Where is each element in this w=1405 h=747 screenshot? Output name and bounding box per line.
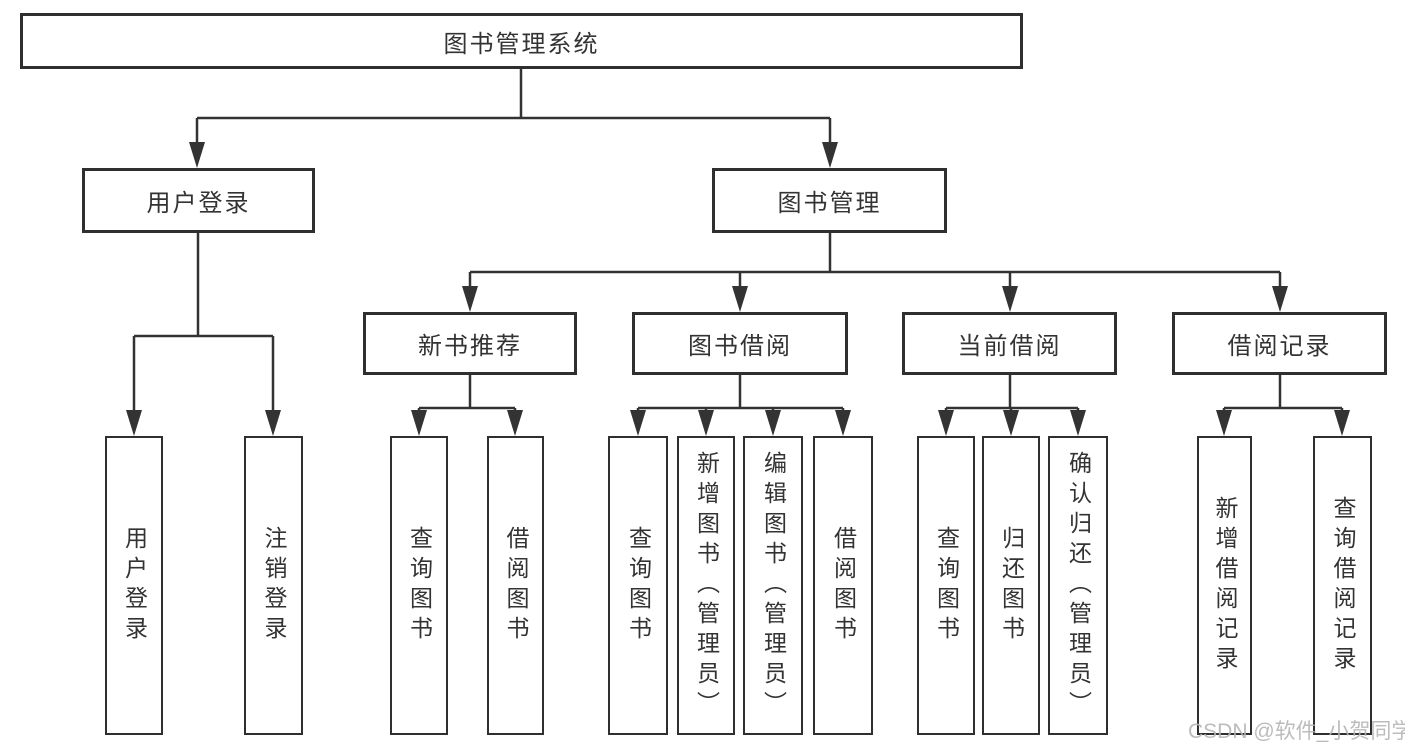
arrowheads-user-login-to-leaves bbox=[126, 410, 281, 436]
node-current-borrow-label: 当前借阅 bbox=[957, 333, 1062, 360]
leaf-rec-borrow-book-label: 借阅图书 bbox=[503, 525, 529, 646]
leaf-user-login: 用户登录 bbox=[105, 436, 163, 735]
leaf-user-login-label: 用户登录 bbox=[121, 525, 148, 646]
node-user-login-label: 用户登录 bbox=[146, 190, 251, 217]
leaf-bb-borrow-book: 借阅图书 bbox=[813, 436, 873, 735]
node-user-login: 用户登录 bbox=[82, 168, 315, 233]
arrowheads-current-borrow-to-leaves bbox=[938, 410, 1086, 436]
connector-book-borrow-to-leaves bbox=[636, 375, 845, 414]
connector-user-login-to-leaves bbox=[132, 233, 275, 414]
leaf-bb-add-book: 新增图书（管理员） bbox=[677, 436, 735, 735]
leaf-bb-edit-book: 编辑图书（管理员） bbox=[743, 436, 803, 735]
node-root-label: 图书管理系统 bbox=[443, 30, 600, 58]
connector-root-to-level2 bbox=[195, 69, 832, 146]
leaf-bb-query-book: 查询图书 bbox=[608, 436, 668, 735]
node-book-mgmt-label: 图书管理 bbox=[777, 190, 882, 217]
node-new-book-rec-label: 新书推荐 bbox=[418, 333, 522, 360]
connector-current-borrow-to-leaves bbox=[944, 375, 1080, 414]
leaf-rec-borrow-book: 借阅图书 bbox=[487, 436, 544, 735]
leaf-br-add-record-label: 新增借阅记录 bbox=[1212, 495, 1238, 676]
node-borrow-records: 借阅记录 bbox=[1172, 312, 1387, 375]
connector-borrow-records-to-leaves bbox=[1222, 375, 1344, 414]
leaf-cb-return-book: 归还图书 bbox=[982, 436, 1040, 735]
leaf-br-query-record: 查询借阅记录 bbox=[1313, 436, 1372, 735]
leaf-br-add-record: 新增借阅记录 bbox=[1197, 436, 1252, 735]
leaf-rec-query-book-label: 查询图书 bbox=[406, 525, 433, 646]
arrowheads-borrow-records-to-leaves bbox=[1216, 410, 1350, 436]
node-borrow-records-label: 借阅记录 bbox=[1227, 333, 1332, 360]
node-book-borrow-label: 图书借阅 bbox=[688, 333, 792, 360]
leaf-cb-confirm-return: 确认归还（管理员） bbox=[1048, 436, 1108, 735]
leaf-br-query-record-label: 查询借阅记录 bbox=[1330, 495, 1356, 676]
leaf-bb-query-book-label: 查询图书 bbox=[625, 525, 652, 646]
node-book-mgmt: 图书管理 bbox=[712, 168, 947, 233]
csdn-watermark: CSDN @软件_小贺同学 bbox=[1188, 720, 1405, 743]
node-book-borrow: 图书借阅 bbox=[632, 312, 848, 375]
leaf-rec-query-book: 查询图书 bbox=[390, 436, 448, 735]
leaf-bb-add-book-label: 新增图书（管理员） bbox=[693, 450, 720, 721]
node-root: 图书管理系统 bbox=[20, 13, 1023, 69]
node-new-book-rec: 新书推荐 bbox=[363, 312, 577, 375]
connector-book-mgmt-to-level3 bbox=[468, 233, 1282, 290]
leaf-cb-query-book: 查询图书 bbox=[917, 436, 975, 735]
node-current-borrow: 当前借阅 bbox=[902, 312, 1117, 375]
leaf-bb-borrow-book-label: 借阅图书 bbox=[830, 525, 857, 646]
arrowheads-new-book-rec-to-leaves bbox=[411, 410, 523, 436]
leaf-logout: 注销登录 bbox=[244, 436, 303, 735]
connector-new-book-rec-to-leaves bbox=[417, 375, 517, 414]
arrowheads-book-mgmt-to-level3 bbox=[462, 286, 1288, 312]
arrowheads-book-borrow-to-leaves bbox=[630, 410, 851, 436]
leaf-cb-return-book-label: 归还图书 bbox=[998, 525, 1025, 646]
arrowheads-root-to-level2 bbox=[189, 142, 838, 168]
leaf-bb-edit-book-label: 编辑图书（管理员） bbox=[760, 450, 787, 721]
leaf-logout-label: 注销登录 bbox=[261, 525, 287, 646]
leaf-cb-confirm-return-label: 确认归还（管理员） bbox=[1065, 450, 1092, 721]
leaf-cb-query-book-label: 查询图书 bbox=[933, 525, 960, 646]
